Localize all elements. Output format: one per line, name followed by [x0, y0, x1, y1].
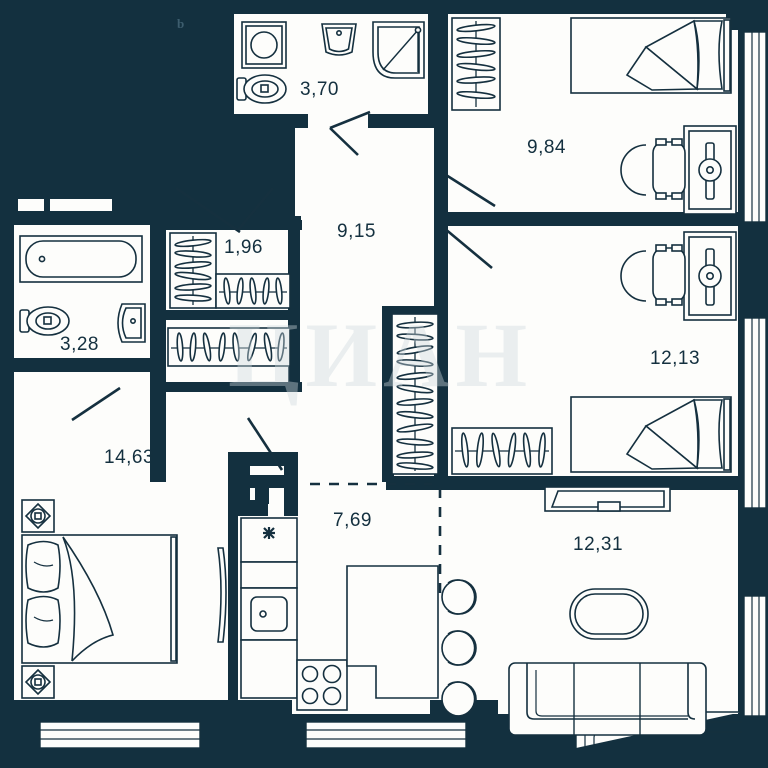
counter-segment — [240, 561, 298, 589]
fixtures-bathroom-small — [236, 21, 425, 104]
room-area-wardrobe: 1,96 — [224, 237, 263, 258]
island-counter-icon — [346, 565, 439, 699]
window-right-top — [743, 31, 767, 223]
furniture-bedroom-top — [570, 17, 737, 215]
bar-stool-icon — [441, 630, 477, 666]
window-right-living — [743, 595, 767, 717]
door-line-wardrobe — [237, 187, 274, 231]
door-line-bathroom-small-b — [329, 127, 359, 156]
room-area-bedroom-master: 14,63 — [104, 447, 155, 468]
window-bottom-master — [39, 721, 201, 749]
fixtures-bathroom-main — [19, 235, 146, 343]
room-area-bedroom-right: 12,13 — [650, 348, 701, 369]
tv-icon — [544, 486, 671, 512]
desk-with-chair-icon — [620, 231, 737, 321]
single-bed-icon — [570, 17, 732, 94]
toilet-icon — [236, 74, 287, 104]
kitchen-sink-icon — [240, 587, 298, 641]
room-area-living-room: 12,31 — [573, 534, 624, 555]
wardrobe-icon — [451, 427, 553, 475]
room-area-bedroom-top: 9,84 — [527, 137, 566, 158]
single-bed-icon — [570, 396, 732, 473]
sink-icon — [117, 303, 146, 343]
window-right-bottom — [743, 317, 767, 509]
counter-segment — [240, 639, 298, 699]
shower-icon — [372, 21, 425, 79]
door-line-master — [71, 386, 121, 422]
room-area-kitchen: 7,69 — [333, 510, 372, 531]
wardrobe-icon — [169, 232, 217, 309]
wardrobes — [167, 17, 553, 475]
bathtub-icon — [19, 235, 143, 283]
door-line-bathroom-small — [329, 110, 371, 130]
furniture-living-room — [508, 486, 707, 736]
desk-with-chair-icon — [620, 125, 737, 215]
wardrobe-icon — [167, 327, 291, 367]
sink-icon — [321, 23, 357, 56]
door-line-bedroom-top — [445, 173, 496, 208]
door-leaf-icon — [217, 547, 227, 643]
bar-stool-icon — [441, 579, 477, 615]
window-bottom-kitchen — [305, 721, 467, 749]
door-openings — [71, 110, 496, 471]
room-area-hallway: 9,15 — [337, 221, 376, 242]
furniture-master-bedroom — [21, 499, 227, 699]
sofa-icon — [508, 662, 707, 736]
nightstand-icon — [21, 499, 55, 533]
coffee-table-icon — [569, 588, 649, 640]
stove-icon — [296, 659, 348, 711]
room-area-bathroom-small: 3,70 — [300, 79, 339, 100]
wardrobe-icon — [391, 313, 439, 475]
toilet-icon — [19, 306, 70, 336]
nightstand-icon — [21, 665, 55, 699]
corner-mark: b — [177, 16, 185, 31]
wardrobe-icon — [215, 273, 291, 309]
room-area-bathroom-main: 3,28 — [60, 334, 99, 355]
bar-stool-icon — [441, 681, 477, 717]
wardrobe-icon — [451, 17, 501, 111]
watermark: ЦИАН — [228, 304, 534, 406]
open-boundary-dashed — [310, 482, 442, 598]
door-line-kitchen — [246, 417, 284, 471]
door-line-bath — [175, 186, 241, 234]
double-bed-icon — [21, 534, 178, 664]
door-line-bedroom-right — [443, 227, 493, 269]
washing-machine-icon — [241, 21, 287, 69]
fixtures-kitchen — [240, 517, 477, 717]
refrigerator-icon — [240, 517, 298, 563]
furniture-bedroom-right — [570, 231, 737, 473]
